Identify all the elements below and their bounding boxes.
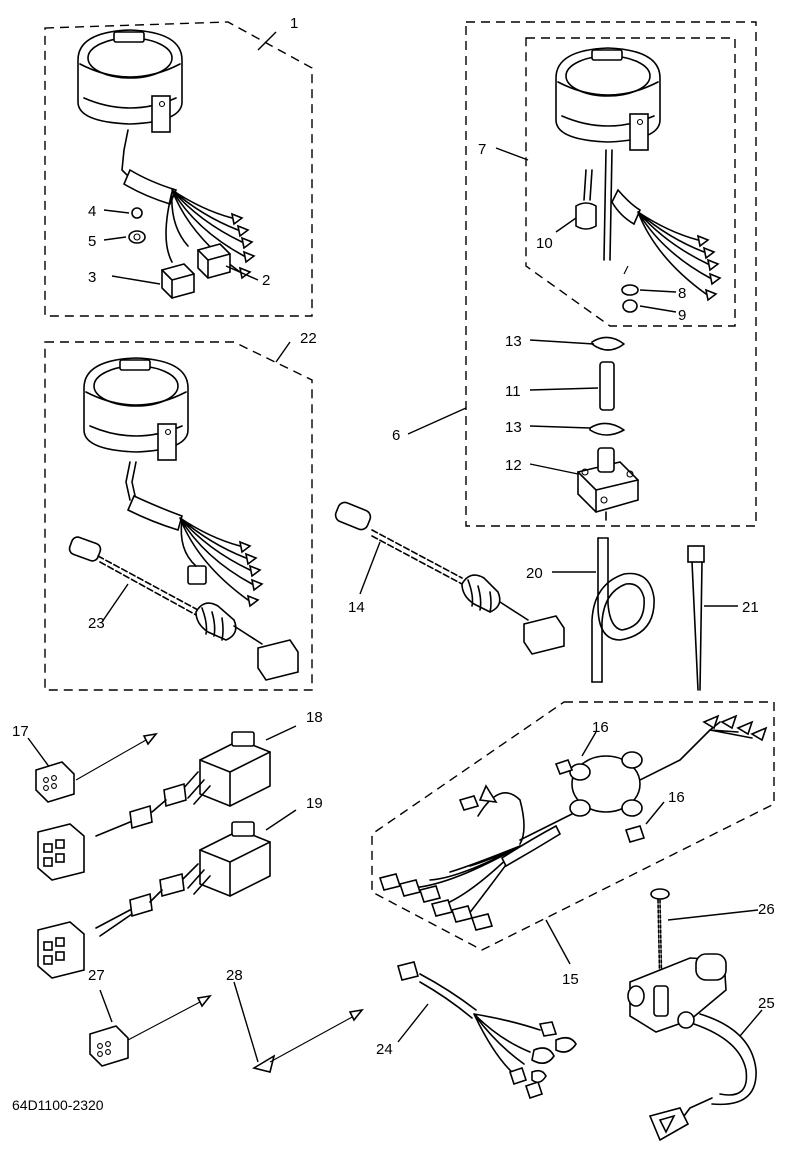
callout-21: 21: [742, 599, 759, 616]
harness-24: 24: [376, 961, 577, 1100]
callout-22: 22: [300, 330, 317, 347]
diagram-code: 64D1100-2320: [12, 1097, 104, 1113]
callout-4: 4: [88, 203, 96, 220]
callout-19: 19: [306, 795, 323, 812]
callout-14: 14: [348, 599, 365, 616]
callout-6: 6: [392, 427, 400, 444]
terminal-28: 28: [226, 967, 364, 1073]
hose-20: 20: [526, 537, 655, 683]
callout-24: 24: [376, 1041, 393, 1058]
callout-5: 5: [88, 233, 96, 250]
group-1-boundary: [44, 21, 313, 317]
callout-18: 18: [306, 709, 323, 726]
group-15-assembly: 16 16 15: [371, 701, 775, 988]
meter-gauge: [77, 29, 183, 133]
group-22-boundary: [44, 341, 313, 691]
callout-16-lower: 16: [668, 789, 685, 806]
callout-25: 25: [758, 995, 775, 1012]
pressure-sensor-26-25: 26 25: [627, 888, 775, 1142]
callout-2: 2: [262, 272, 270, 289]
callout-17: 17: [12, 723, 29, 740]
callout-28: 28: [226, 967, 243, 984]
callout-15: 15: [562, 971, 579, 988]
harness-19: 19: [37, 795, 323, 979]
callout-20: 20: [526, 565, 543, 582]
callout-8: 8: [678, 285, 686, 302]
group-6-assembly: 7 6 10 8 9 13 11 13 12: [392, 21, 757, 527]
callout-7: 7: [478, 141, 486, 158]
callout-27: 27: [88, 967, 105, 984]
group-1-assembly: 1 4 5 3 2: [44, 15, 313, 317]
harness-18: 18: [37, 709, 323, 881]
group-7-boundary: [525, 37, 736, 327]
callout-16-upper: 16: [592, 719, 609, 736]
connector-27: 27: [88, 967, 212, 1067]
callout-23: 23: [88, 615, 105, 632]
callout-1: 1: [290, 15, 298, 32]
group-22-assembly: 22 23: [44, 330, 317, 691]
callout-12: 12: [505, 457, 522, 474]
group-6-boundary: [465, 21, 757, 527]
callout-11: 11: [505, 383, 521, 400]
group-15-boundary: [371, 701, 775, 951]
callout-13-lower: 13: [505, 419, 522, 436]
coupler-3: [161, 263, 195, 299]
callout-13-upper: 13: [505, 333, 522, 350]
callout-26: 26: [758, 901, 775, 918]
meter-gauge-7: [555, 47, 661, 151]
callout-9: 9: [678, 307, 686, 324]
connector-17: 17: [12, 723, 158, 803]
callout-3: 3: [88, 269, 96, 286]
cable-tie-21: 21: [687, 545, 759, 691]
meter-gauge-22: [83, 357, 189, 461]
callout-10: 10: [536, 235, 553, 252]
wire-lead-14: 14: [334, 501, 565, 655]
coupler-2: [197, 243, 231, 279]
